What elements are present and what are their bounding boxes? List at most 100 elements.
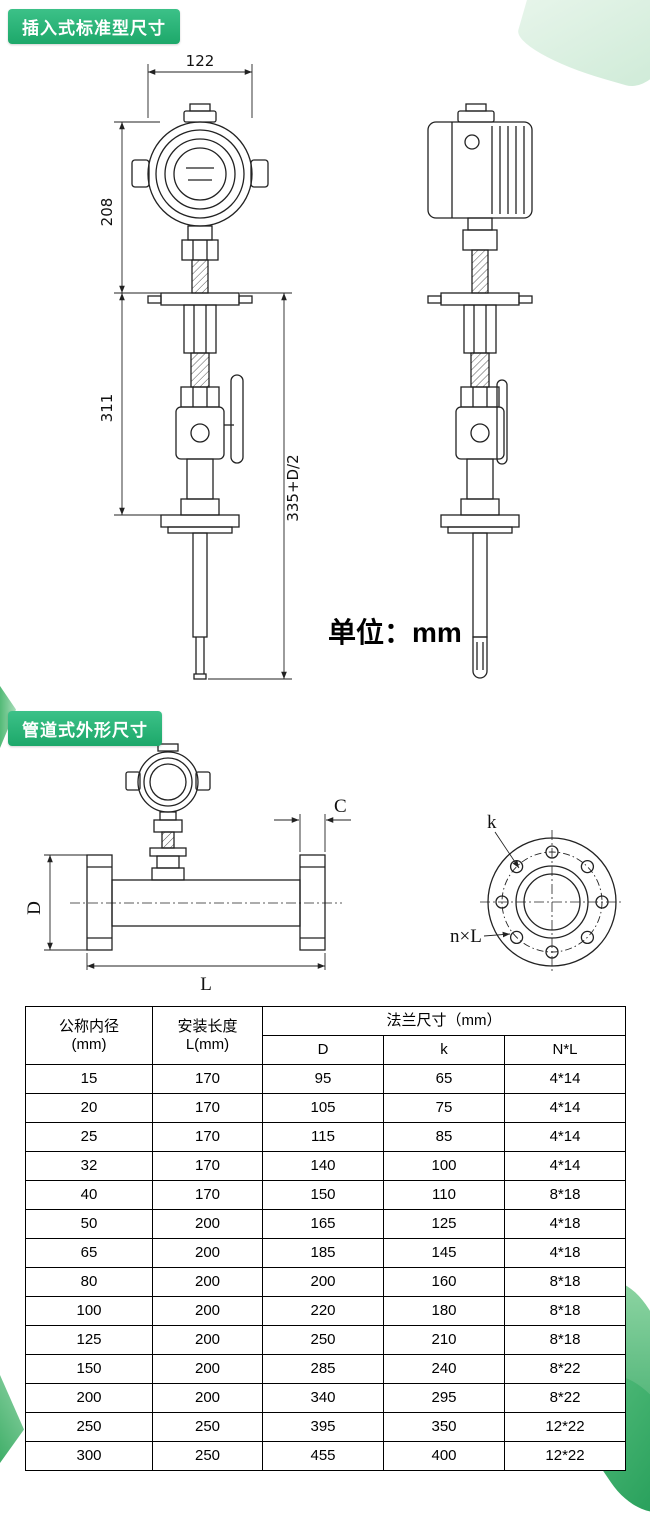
table-row: 20 170 105 75 4*14 (25, 1093, 627, 1123)
table-cell: 250 (25, 1412, 153, 1442)
header-text: (mm) (71, 1035, 107, 1053)
table-cell: 125 (25, 1325, 153, 1355)
table-cell: 8*18 (503, 1325, 627, 1355)
table-cell: 8*22 (503, 1354, 627, 1384)
section-title-insertion: 插入式标准型尺寸 (8, 9, 180, 44)
table-cell: 165 (262, 1209, 384, 1239)
mounting-flange-side (427, 292, 533, 306)
table-row: 32 170 140 100 4*14 (25, 1151, 627, 1181)
table-cell: 455 (262, 1441, 384, 1471)
table-cell: 170 (152, 1064, 263, 1094)
table-cell: 8*22 (503, 1383, 627, 1413)
table-cell: 200 (152, 1296, 263, 1326)
table-cell: 160 (383, 1267, 505, 1297)
table-cell: 4*14 (503, 1093, 627, 1123)
table-cell: 395 (262, 1412, 384, 1442)
table-cell: 100 (383, 1151, 505, 1181)
pipe-body (70, 854, 342, 951)
table-cell: 12*22 (503, 1412, 627, 1442)
table-cell: 80 (25, 1267, 153, 1297)
transmitter-head-side (427, 103, 533, 219)
table-cell: 25 (25, 1122, 153, 1152)
table-cell: 150 (262, 1180, 384, 1210)
leaf-decoration-bottom-left (0, 1375, 24, 1463)
table-cell: 125 (383, 1209, 505, 1239)
flange-spec-table-wrap: 公称内径 (mm) 安装长度 L(mm) 法兰尺寸（mm） D k N*L 15… (25, 1006, 627, 1471)
table-cell: 4*14 (503, 1064, 627, 1094)
table-cell: 200 (25, 1383, 153, 1413)
pipeline-drawing: D C L k n×L (24, 743, 624, 995)
coupling-nuts (180, 304, 220, 408)
table-cell: 20 (25, 1093, 153, 1123)
insertion-side-view (427, 103, 533, 679)
mounting-flange (147, 292, 253, 306)
table-cell: 200 (152, 1383, 263, 1413)
dim-install-length-label: L (200, 974, 212, 995)
table-cell: 65 (383, 1064, 505, 1094)
flange-spec-table: 公称内径 (mm) 安装长度 L(mm) 法兰尺寸（mm） D k N*L 15… (25, 1006, 627, 1471)
header-flange-k: k (383, 1035, 505, 1065)
table-cell: 170 (152, 1151, 263, 1181)
dim-pipe-diameter-label: D (24, 901, 45, 915)
table-cell: 8*18 (503, 1296, 627, 1326)
table-cell: 4*14 (503, 1122, 627, 1152)
table-cell: 350 (383, 1412, 505, 1442)
coupling-nuts-side (460, 304, 500, 408)
table-cell: 210 (383, 1325, 505, 1355)
table-cell: 85 (383, 1122, 505, 1152)
table-cell: 295 (383, 1383, 505, 1413)
table-cell: 170 (152, 1122, 263, 1152)
table-row: 250 250 395 350 12*22 (25, 1412, 627, 1442)
table-cell: 140 (262, 1151, 384, 1181)
table-row: 25 170 115 85 4*14 (25, 1122, 627, 1152)
table-header-row: 公称内径 (mm) 安装长度 L(mm) 法兰尺寸（mm） (25, 1006, 627, 1065)
table-row: 15 170 95 65 4*14 (25, 1064, 627, 1094)
table-row: 50 200 165 125 4*18 (25, 1209, 627, 1239)
insertion-probe-side (472, 532, 488, 679)
table-cell: 40 (25, 1180, 153, 1210)
unit-label: 单位：mm (328, 616, 462, 648)
header-flange-group: 法兰尺寸（mm） (261, 1006, 627, 1036)
header-flange-nl: N*L (503, 1035, 627, 1065)
compression-fitting-side (440, 458, 520, 534)
table-cell: 340 (262, 1383, 384, 1413)
table-cell: 250 (152, 1412, 263, 1442)
table-cell: 150 (25, 1354, 153, 1384)
table-cell: 200 (152, 1209, 263, 1239)
header-text: L(mm) (185, 1035, 230, 1053)
header-nominal-diameter: 公称内径 (mm) (25, 1006, 153, 1065)
pipeline-end-view (480, 830, 624, 974)
dim-bolt-circle-label: k (487, 812, 497, 833)
table-cell: 4*14 (503, 1151, 627, 1181)
table-cell: 15 (25, 1064, 153, 1094)
insertion-front-view (131, 103, 269, 680)
table-cell: 250 (262, 1325, 384, 1355)
table-cell: 200 (152, 1354, 263, 1384)
section-title-pipeline: 管道式外形尺寸 (8, 711, 162, 746)
table-cell: 170 (152, 1093, 263, 1123)
table-row: 100 200 220 180 8*18 (25, 1296, 627, 1326)
table-cell: 220 (262, 1296, 384, 1326)
table-cell: 200 (152, 1238, 263, 1268)
connection-stem (181, 225, 219, 294)
dim-upper-height-label: 208 (98, 198, 116, 227)
table-cell: 8*18 (503, 1267, 627, 1297)
pipeline-dimension-lines (44, 814, 520, 970)
header-install-length: 安装长度 L(mm) (152, 1006, 263, 1065)
table-cell: 65 (25, 1238, 153, 1268)
table-cell: 285 (262, 1354, 384, 1384)
header-text: 安装长度 (177, 1018, 238, 1036)
dim-total-length-label: 335+D/2 (284, 454, 302, 521)
ball-valve (175, 374, 244, 464)
header-text: 公称内径 (58, 1018, 119, 1036)
table-cell: 12*22 (503, 1441, 627, 1471)
transmitter-head-small (125, 743, 211, 881)
table-cell: 180 (383, 1296, 505, 1326)
pipeline-side-view (70, 743, 342, 951)
table-cell: 115 (262, 1122, 384, 1152)
insertion-drawing: 122 208 311 335+D/2 单位：mm (98, 52, 533, 680)
table-row: 200 200 340 295 8*22 (25, 1383, 627, 1413)
table-cell: 50 (25, 1209, 153, 1239)
table-cell: 250 (152, 1441, 263, 1471)
table-row: 125 200 250 210 8*18 (25, 1325, 627, 1355)
